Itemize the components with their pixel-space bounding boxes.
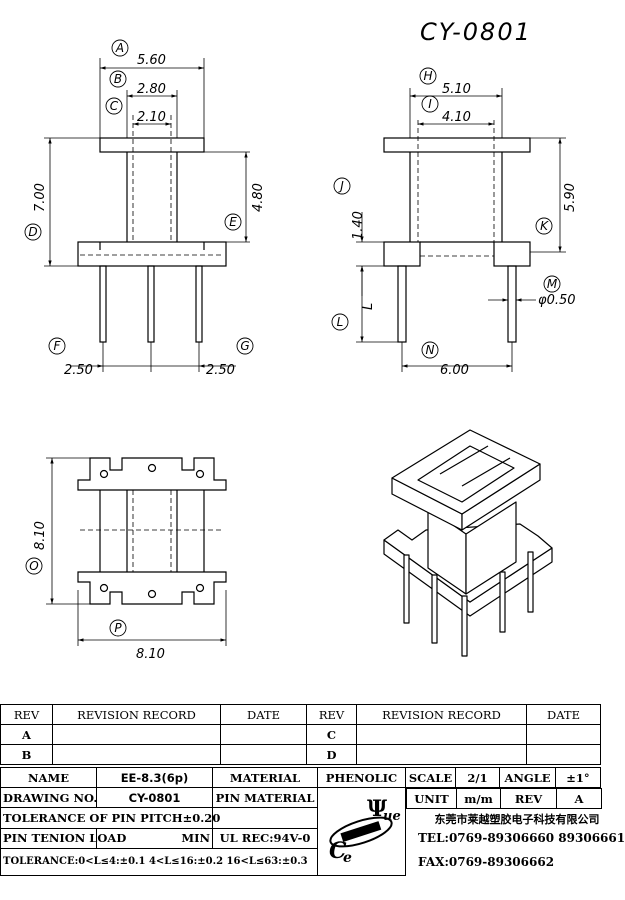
rev-label: REV [500,788,557,809]
callout-D: D [28,225,37,239]
table-row: B D [0,744,601,765]
dim-L: L [361,303,376,310]
unit-label: UNIT [406,788,457,809]
company-tel: TEL:0769-89306660 89306661 [418,831,625,845]
name-value: EE-8.3(6p) [96,767,213,788]
revision-header-row: REV REVISION RECORD DATE REV REVISION RE… [0,704,601,725]
angle-value: ±1° [555,767,601,788]
dim-C: 2.10 [137,110,166,125]
date-header: DATE [220,704,307,725]
callout-B: B [114,72,122,86]
rev-cell: A [0,724,53,745]
revision-record-header: REVISION RECORD [356,704,527,725]
front-view [77,115,227,343]
dim-J: 1.40 [351,211,366,240]
part-number: CY-0801 [420,18,532,46]
drawing-no-label: DRAWING NO. [0,786,97,809]
callout-M: M [547,277,558,291]
dim-G: 2.50 [206,363,235,378]
drawing-no-value: CY-0801 [96,786,213,809]
rev-cell: C [306,724,357,745]
callout-H: H [423,69,432,83]
svg-text:Ψ: Ψ [367,796,387,822]
unit-value: m/m [456,788,501,809]
dim-N: 6.00 [440,363,469,378]
callout-O: O [29,559,38,573]
callout-G: G [240,339,249,353]
dim-O: 8.10 [33,521,48,550]
dim-F: 2.50 [64,363,93,378]
top-dimensions [46,457,227,646]
rev-header: REV [306,704,357,725]
svg-text:ue: ue [383,809,401,824]
technical-drawing: CY-0801 5.60 2.80 [24,18,578,662]
rev-cell: B [0,744,53,765]
side-view [383,120,531,343]
revision-record-header: REVISION RECORD [52,704,221,725]
scale-value: 2/1 [455,767,500,788]
rev-cell: D [306,744,357,765]
dim-D: 7.00 [33,183,48,212]
callout-C: C [110,99,119,113]
front-dimensions [44,58,250,372]
dim-P: 8.10 [136,647,165,662]
isometric-view [383,429,553,657]
scale-label: SCALE [405,767,456,788]
callouts [24,39,561,637]
svg-text:e: e [343,850,352,866]
material-value: PHENOLIC [317,767,406,788]
angle-label: ANGLE [499,767,556,788]
company-fax: FAX:0769-89306662 [418,854,555,869]
dim-E: 4.80 [251,183,266,212]
pin-material-label: PIN MATERIAL [212,786,318,809]
company-logo-cell: C e Ψ ue [317,787,406,876]
pin-pitch-tolerance: TOLERANCE OF PIN PITCH±0.20 [0,807,220,829]
callout-letters: A B C D E F G H I J K L M N O P [28,41,557,635]
ul-rec: UL REC:94V-0 [212,827,318,849]
dim-A: 5.60 [137,53,166,68]
table-row: A C [0,724,601,745]
date-header: DATE [526,704,601,725]
callout-N: N [426,343,435,357]
dim-M: φ0.50 [538,293,576,308]
svg-text:C: C [329,838,347,864]
dim-K: 5.90 [563,183,578,212]
material-label: MATERIAL [212,767,318,788]
callout-J: J [338,179,344,193]
rev-value: A [556,788,602,809]
dim-B: 2.80 [137,82,166,97]
company-logo: C e Ψ ue [329,796,401,866]
pin-tension-label: PIN TENION LOAD [0,827,126,849]
callout-E: E [229,215,237,229]
callout-K: K [540,219,549,233]
name-label: NAME [0,767,97,788]
general-tolerance: TOLERANCE:0<L≤4:±0.1 4<L≤16:±0.2 16<L≤63… [0,847,318,876]
side-dimensions [356,88,566,372]
title-block: NAME EE-8.3(6p) MATERIAL PHENOLIC SCALE … [0,767,625,876]
callout-A: A [115,41,124,55]
company-name: 东莞市莱越塑胶电子科技有限公司 [434,812,600,826]
callout-I: I [428,97,432,111]
rev-header: REV [0,704,53,725]
top-view [77,457,227,605]
dim-H: 5.10 [442,82,471,97]
revision-table: REV REVISION RECORD DATE REV REVISION RE… [0,704,601,765]
dim-I: 4.10 [442,110,471,125]
callout-L: L [337,315,344,329]
callout-P: P [114,621,122,635]
callout-F: F [54,339,62,353]
